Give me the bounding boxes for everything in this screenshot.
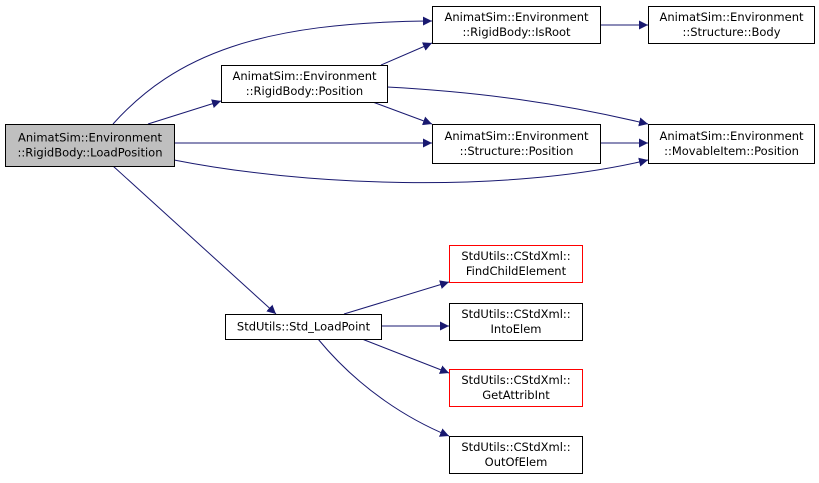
edge-line (112, 16, 433, 125)
node-box[interactable] (449, 436, 583, 474)
node-box[interactable] (449, 245, 583, 283)
node-label-line: ::Structure::Body (682, 25, 780, 39)
edge-std-loadpoint-to-getattribint (361, 338, 450, 374)
edge-loadposition-to-std-loadpoint (112, 165, 277, 315)
nodes-layer: AnimatSim::Environment::RigidBody::LoadP… (5, 6, 815, 474)
edge-line (380, 42, 433, 66)
node-box[interactable] (648, 6, 815, 44)
edge-line (147, 99, 222, 125)
edge-line (112, 165, 277, 315)
node-intoelem[interactable]: StdUtils::CStdXml::IntoElem (449, 303, 583, 341)
edge-rb-position-to-structure-position (369, 100, 433, 126)
edge-loadposition-to-rb-isroot (112, 16, 433, 125)
node-label-line: ::RigidBody::Position (246, 84, 363, 98)
node-outofelem[interactable]: StdUtils::CStdXml::OutOfElem (449, 436, 583, 474)
edge-std-loadpoint-to-outofelem (317, 338, 450, 437)
edge-line (343, 280, 450, 315)
edge-rb-position-to-movableitem-position (386, 86, 649, 127)
node-box[interactable] (648, 124, 815, 164)
node-box[interactable] (449, 369, 583, 407)
node-label-line: StdUtils::CStdXml:: (461, 373, 570, 387)
node-getattribint[interactable]: StdUtils::CStdXml::GetAttribInt (449, 369, 583, 407)
node-label-line: GetAttribInt (482, 388, 550, 402)
node-label-line: AnimatSim::Environment (445, 10, 589, 24)
node-label-line: ::Structure::Position (460, 144, 574, 158)
edges-layer (112, 16, 649, 437)
node-label-line: IntoElem (491, 322, 542, 336)
node-label-line: OutOfElem (485, 455, 548, 469)
edge-line (317, 338, 450, 437)
node-label-line: StdUtils::CStdXml:: (461, 249, 570, 263)
node-label-line: AnimatSim::Environment (660, 129, 804, 143)
edge-line (361, 338, 450, 374)
node-box[interactable] (221, 65, 388, 103)
node-box[interactable] (5, 124, 175, 167)
edge-loadposition-to-rb-position (147, 99, 222, 125)
node-label-line: AnimatSim::Environment (18, 131, 162, 145)
node-label-line: ::RigidBody::IsRoot (462, 25, 571, 39)
node-rb-position[interactable]: AnimatSim::Environment::RigidBody::Posit… (221, 65, 388, 103)
node-std-loadpoint[interactable]: StdUtils::Std_LoadPoint (225, 314, 382, 340)
node-label-line: StdUtils::Std_LoadPoint (237, 320, 371, 334)
node-loadposition[interactable]: AnimatSim::Environment::RigidBody::LoadP… (5, 124, 175, 167)
node-label-line: StdUtils::CStdXml:: (461, 307, 570, 321)
node-findchildelement[interactable]: StdUtils::CStdXml::FindChildElement (449, 245, 583, 283)
node-label-line: StdUtils::CStdXml:: (461, 440, 570, 454)
node-structure-position[interactable]: AnimatSim::Environment::Structure::Posit… (432, 124, 601, 164)
node-label-line: AnimatSim::Environment (233, 69, 377, 83)
node-box[interactable] (225, 314, 382, 340)
node-movableitem-position[interactable]: AnimatSim::Environment::MovableItem::Pos… (648, 124, 815, 164)
node-label-line: AnimatSim::Environment (660, 10, 804, 24)
node-box[interactable] (449, 303, 583, 341)
node-label-line: ::MovableItem::Position (664, 144, 799, 158)
edge-line (386, 86, 649, 127)
node-label-line: FindChildElement (466, 264, 567, 278)
edge-loadposition-to-movableitem-position (173, 157, 649, 184)
edge-line (173, 157, 649, 184)
node-label-line: AnimatSim::Environment (445, 129, 589, 143)
node-structure-body[interactable]: AnimatSim::Environment::Structure::Body (648, 6, 815, 44)
edge-std-loadpoint-to-findchildelement (343, 280, 450, 315)
node-box[interactable] (432, 124, 601, 164)
edge-rb-position-to-rb-isroot (380, 42, 433, 66)
node-rb-isroot[interactable]: AnimatSim::Environment::RigidBody::IsRoo… (432, 6, 601, 44)
node-label-line: ::RigidBody::LoadPosition (17, 146, 162, 160)
edge-line (369, 100, 433, 126)
node-box[interactable] (432, 6, 601, 44)
